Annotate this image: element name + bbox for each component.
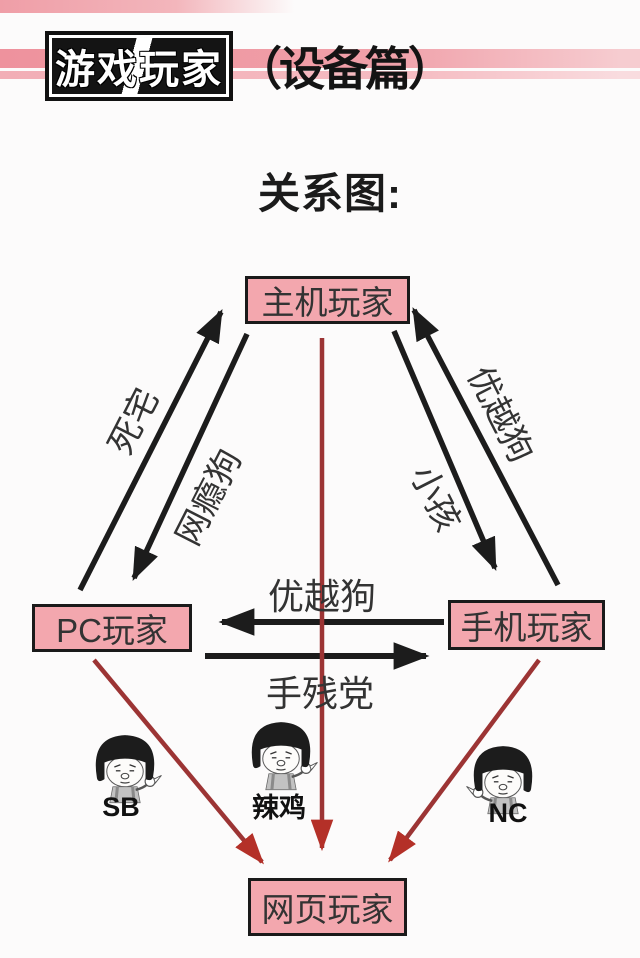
edge-label-shoucandang: 手残党 bbox=[265, 673, 375, 714]
edge-label-youyuegou-diagonal: 优越狗 bbox=[459, 360, 540, 469]
meme-label-sb: SB bbox=[102, 792, 140, 822]
node-web-players: 网页玩家 bbox=[248, 878, 407, 936]
title-box: 游戏玩家 bbox=[45, 31, 233, 101]
mushroom-head-meme-icon-right bbox=[462, 740, 544, 816]
top-stripe bbox=[0, 0, 320, 13]
edge-label-youyuegou-horizontal: 优越狗 bbox=[267, 576, 377, 617]
node-web-label: 网页玩家 bbox=[261, 891, 394, 928]
meme-label-laji: 辣鸡 bbox=[252, 793, 306, 823]
page-subtitle: （设备篇） bbox=[236, 43, 454, 95]
edge-label-xiaohai: 小孩 bbox=[402, 459, 468, 538]
mushroom-head-meme-icon-center bbox=[240, 716, 322, 792]
meme-label-nc: NC bbox=[488, 798, 528, 828]
page-title: 游戏玩家 bbox=[55, 48, 223, 92]
node-mobile-players: 手机玩家 bbox=[448, 600, 605, 650]
node-console-players: 主机玩家 bbox=[245, 276, 410, 324]
node-pc-players: PC玩家 bbox=[32, 604, 192, 652]
node-pc-label: PC玩家 bbox=[56, 612, 168, 649]
node-mobile-label: 手机玩家 bbox=[460, 609, 593, 646]
node-console-label: 主机玩家 bbox=[261, 284, 394, 321]
header-stripe-thin bbox=[0, 71, 640, 79]
mushroom-head-meme-icon-left bbox=[84, 729, 166, 805]
edge-label-wangyingou: 网瘾狗 bbox=[169, 443, 250, 552]
edge-label-sizhai: 死宅 bbox=[101, 382, 167, 461]
section-heading: 关系图: bbox=[258, 170, 402, 217]
